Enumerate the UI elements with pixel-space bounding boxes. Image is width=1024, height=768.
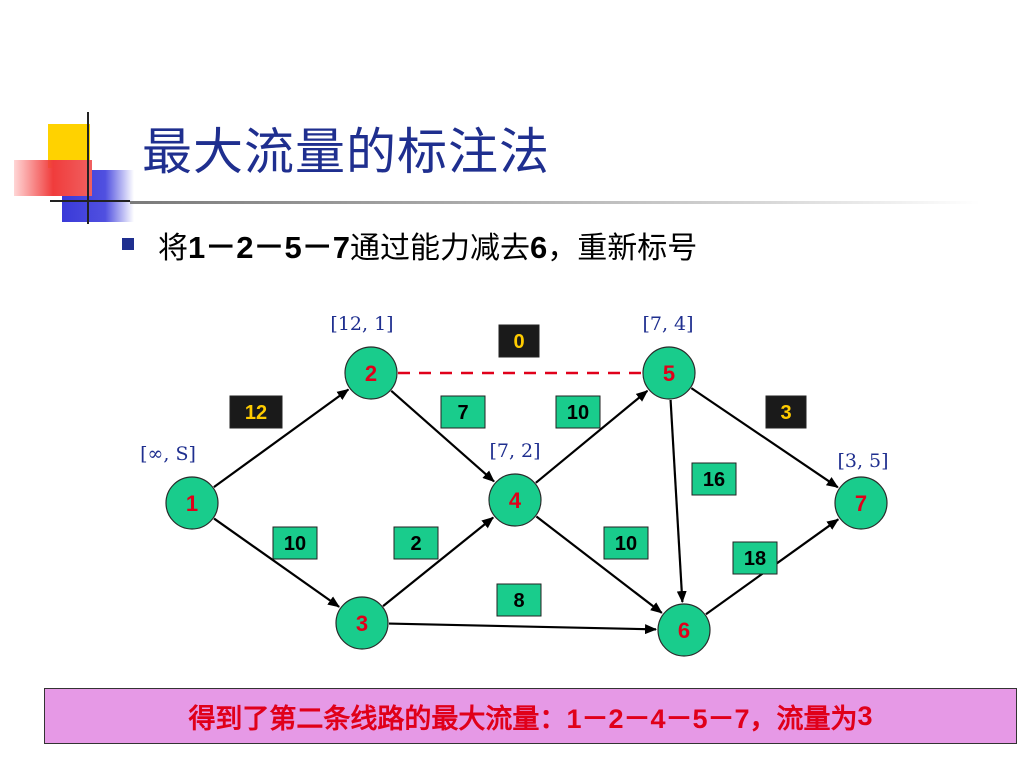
subtitle-text: 将1－2－5－7通过能力减去6，重新标号 xyxy=(158,222,697,267)
capacity-label-2-4: 7 xyxy=(457,402,468,424)
edge-4-5 xyxy=(535,389,649,484)
conclusion-path: 1－2－4－5－7 xyxy=(566,703,750,734)
title-underline xyxy=(130,201,980,204)
bullet-point: 将1－2－5－7通过能力减去6，重新标号 xyxy=(122,222,697,266)
capacity-label-3-6: 8 xyxy=(513,590,524,612)
node-mark-1: [∞, S] xyxy=(140,443,196,465)
capacity-box-6-7 xyxy=(732,541,778,575)
capacity-label-2-5: 0 xyxy=(513,331,524,353)
deco-red-block xyxy=(14,160,92,196)
edge-1-3 xyxy=(213,517,340,608)
node-7 xyxy=(834,476,888,530)
node-mark-4: [7, 2] xyxy=(489,440,540,462)
node-label-2: 2 xyxy=(365,361,377,386)
node-2 xyxy=(344,346,398,400)
conclusion-banner: 得到了第二条线路的最大流量：1－2－4－5－7，流量为 3 xyxy=(44,688,1017,744)
edge-4-6 xyxy=(535,515,663,614)
capacity-box-2-5 xyxy=(498,324,540,358)
capacity-label-4-5: 10 xyxy=(567,402,589,424)
node-mark-5: [7, 4] xyxy=(642,313,693,335)
bullet-square-icon xyxy=(122,238,134,250)
node-label-3: 3 xyxy=(356,611,368,636)
conclusion-part: 得到了第二条线路的最大流量： xyxy=(188,703,567,735)
node-3 xyxy=(335,596,389,650)
deco-vertical-line xyxy=(87,112,89,224)
subtitle-path: 1－2－5－7 xyxy=(188,229,350,265)
node-1 xyxy=(165,476,219,530)
node-4 xyxy=(488,473,542,527)
node-label-6: 6 xyxy=(678,618,690,643)
edge-3-6 xyxy=(388,622,658,635)
capacity-label-5-7: 3 xyxy=(780,402,791,424)
node-label-1: 1 xyxy=(186,491,198,516)
node-label-4: 4 xyxy=(509,488,522,513)
capacity-box-4-5 xyxy=(555,395,601,429)
capacity-label-5-6: 16 xyxy=(703,469,725,491)
capacity-label-1-3: 10 xyxy=(284,533,306,555)
subtitle-part: 通过能力减去 xyxy=(349,230,530,266)
edge-5-6 xyxy=(669,399,687,604)
conclusion-amount: 3 xyxy=(857,700,873,731)
capacity-box-5-6 xyxy=(691,462,737,496)
subtitle-amount: 6 xyxy=(529,229,548,265)
deco-horizontal-line xyxy=(50,200,130,202)
subtitle-part: ，重新标号 xyxy=(547,230,698,266)
edge-5-7 xyxy=(690,387,839,489)
edge-1-2 xyxy=(213,388,350,489)
node-6 xyxy=(657,603,711,657)
capacity-label-1-2: 12 xyxy=(245,402,267,424)
capacity-box-3-4 xyxy=(393,526,439,560)
capacity-box-3-6 xyxy=(496,583,542,617)
capacity-label-3-4: 2 xyxy=(410,533,421,555)
edge-2-4 xyxy=(390,390,495,483)
node-label-7: 7 xyxy=(855,491,867,516)
capacity-box-1-2 xyxy=(229,395,283,429)
capacity-box-2-4 xyxy=(440,395,486,429)
node-mark-7: [3, 5] xyxy=(837,450,888,472)
conclusion-part: ，流量为 xyxy=(749,703,858,735)
node-5 xyxy=(642,346,696,400)
edge-3-4 xyxy=(382,516,494,607)
node-mark-2: [12, 1] xyxy=(330,313,393,335)
capacity-box-5-7 xyxy=(765,395,807,429)
capacity-box-1-3 xyxy=(272,526,318,560)
node-label-5: 5 xyxy=(663,361,675,386)
page-title: 最大流量的标注法 xyxy=(142,123,550,181)
capacity-label-4-6: 10 xyxy=(615,533,637,555)
subtitle-part: 将 xyxy=(158,230,188,266)
capacity-label-6-7: 18 xyxy=(744,548,766,570)
capacity-box-4-6 xyxy=(603,526,649,560)
